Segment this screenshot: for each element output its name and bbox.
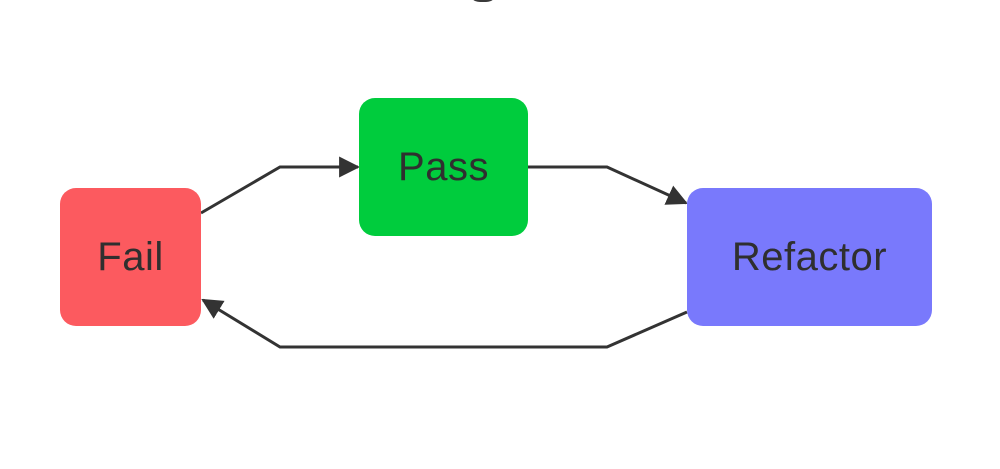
node-fail-label: Fail [97,234,164,279]
edge-pass-to-refactor [528,165,688,205]
node-pass: Pass [359,98,528,236]
node-pass-label: Pass [398,144,489,189]
edge-fail-to-pass [200,156,361,215]
node-fail: Fail [60,188,201,326]
node-refactor: Refactor [687,188,932,326]
node-refactor-label: Refactor [731,234,888,279]
edge-refactor-to-fail [201,298,688,349]
cropped-title-fragment [468,0,498,2]
